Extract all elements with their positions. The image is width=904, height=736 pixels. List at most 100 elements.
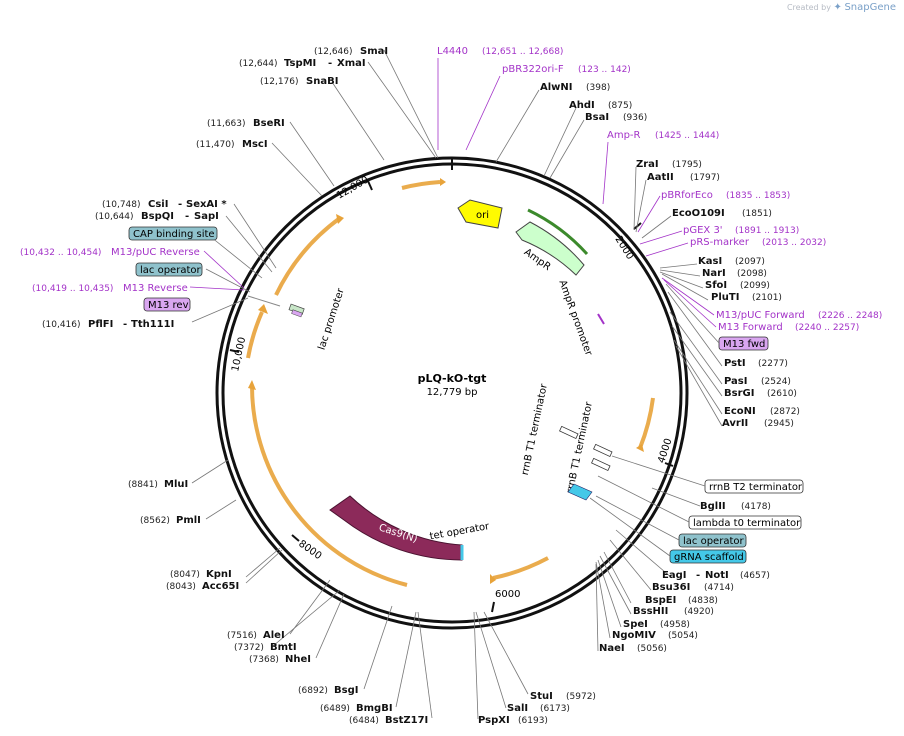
site-bseri[interactable]: (11,663) BseRI bbox=[207, 118, 285, 129]
site-bmti[interactable]: (7372) BmtI bbox=[234, 642, 297, 653]
site-pos: (2097) bbox=[735, 257, 765, 267]
site-acc65i[interactable]: (8043) Acc65I bbox=[166, 581, 239, 592]
site-kasi[interactable]: KasI (2097) bbox=[698, 256, 765, 267]
site-eagi-noti[interactable]: EagI - NotI (4657) bbox=[662, 570, 770, 581]
tick-label: 6000 bbox=[495, 589, 520, 600]
site-sfoi[interactable]: SfoI (2099) bbox=[705, 280, 770, 291]
ampr-green-arc bbox=[527, 208, 589, 256]
site-pos: (12,176) bbox=[260, 77, 299, 87]
box-grna-scaffold[interactable]: gRNA scaffold bbox=[589, 497, 747, 564]
site-bsgi[interactable]: (6892) BsgI bbox=[298, 685, 358, 696]
site-pos: (11,470) bbox=[196, 140, 235, 150]
terminator-marks bbox=[559, 425, 613, 472]
primer-name: M13 Forward bbox=[718, 322, 783, 333]
site-pmli[interactable]: (8562) PmlI bbox=[140, 515, 201, 526]
site-name: NgoMIV bbox=[612, 630, 656, 641]
box-cap-binding-site[interactable]: CAP binding site bbox=[128, 226, 218, 241]
site-bglii[interactable]: BglII (4178) bbox=[700, 501, 771, 512]
site-msci[interactable]: (11,470) MscI bbox=[196, 139, 268, 150]
box-rrnb-t2-terminator[interactable]: rrnB T2 terminator bbox=[611, 455, 804, 494]
primer-pbr322ori-f[interactable]: pBR322ori-F (123 .. 142) bbox=[465, 64, 631, 151]
feature-ampr[interactable]: AmpR bbox=[515, 221, 585, 276]
site-spei[interactable]: SpeI (4958) bbox=[623, 619, 690, 630]
site-tspmi-xmai[interactable]: (12,644) TspMI - XmaI bbox=[239, 58, 366, 69]
site-pspxi[interactable]: PspXI (6193) bbox=[478, 715, 548, 726]
box-label: rrnB T2 terminator bbox=[709, 482, 803, 493]
site-kpni[interactable]: (8047) KpnI bbox=[170, 569, 232, 580]
box-m13-fwd[interactable]: M13 fwd bbox=[665, 283, 769, 351]
site-pos: (8043) bbox=[166, 582, 196, 592]
site-pos: (4958) bbox=[660, 620, 690, 630]
feature-label: lac promoter bbox=[317, 286, 348, 351]
site-name: BglII bbox=[700, 501, 726, 512]
box-lac-operator-right[interactable]: lac operator bbox=[595, 495, 747, 548]
feature-label: tet operator bbox=[429, 521, 491, 542]
site-pos: (6193) bbox=[518, 716, 548, 726]
primer-pgex-3[interactable]: pGEX 3' (1891 .. 1913) bbox=[639, 225, 799, 245]
feature-cas9n[interactable]: Cas9(N) bbox=[329, 495, 463, 561]
primer-name: M13/pUC Reverse bbox=[111, 247, 200, 258]
site-sali[interactable]: SalI (6173) bbox=[507, 703, 570, 714]
primer-pos: (2226 .. 2248) bbox=[818, 311, 882, 321]
site-snabi[interactable]: (12,176) SnaBI bbox=[260, 76, 338, 87]
site-bspqi-sapi[interactable]: (10,644) BspQI - SapI bbox=[95, 211, 219, 222]
site-bsai[interactable]: BsaI (936) bbox=[585, 112, 647, 123]
site-nhei[interactable]: (7368) NheI bbox=[249, 654, 311, 665]
site-bstz17i[interactable]: (6484) BstZ17I bbox=[349, 715, 428, 726]
feature-rrnb-t1-b: rrnB T1 terminator bbox=[565, 400, 595, 494]
primer-prs-marker[interactable]: pRS-marker (2013 .. 2032) bbox=[645, 237, 826, 257]
primer-m13-puc-forward[interactable]: M13/pUC Forward (2226 .. 2248) bbox=[661, 277, 882, 321]
tick-label: 8000 bbox=[296, 538, 323, 562]
site-alei[interactable]: (7516) AleI bbox=[227, 630, 285, 641]
box-m13-rev[interactable]: M13 rev bbox=[143, 297, 191, 312]
site-name: BseRI bbox=[253, 118, 285, 129]
site-pos: (6892) bbox=[298, 686, 328, 696]
site-psti[interactable]: PstI (2277) bbox=[724, 358, 788, 369]
site-smai[interactable]: (12,646) SmaI bbox=[314, 46, 388, 57]
site-name: BsgI bbox=[334, 685, 358, 696]
site-pflfi-tth111i[interactable]: (10,416) PflFI - Tth111I bbox=[42, 319, 174, 330]
site-bmgbi[interactable]: (6489) BmgBI bbox=[320, 703, 393, 714]
primer-pbrforeco[interactable]: pBRforEco (1835 .. 1853) bbox=[637, 190, 790, 233]
tick-label: 10,000 bbox=[230, 336, 248, 373]
primer-pos: (1891 .. 1913) bbox=[735, 226, 799, 236]
site-name: StuI bbox=[530, 691, 553, 702]
primer-l4440[interactable]: L4440 (12,651 .. 12,668) bbox=[437, 46, 563, 150]
site-pos: (8841) bbox=[128, 480, 158, 490]
site-zrai[interactable]: ZraI (1795) bbox=[636, 159, 702, 170]
site-ngomiv[interactable]: NgoMIV (5054) bbox=[612, 630, 698, 641]
primer-pos: (10,419 .. 10,435) bbox=[32, 284, 113, 294]
site-pos: (4838) bbox=[688, 596, 718, 606]
site-avrii[interactable]: AvrII (2945) bbox=[722, 418, 794, 429]
site-bsrgi[interactable]: BsrGI (2610) bbox=[724, 388, 797, 399]
site-pos: (2098) bbox=[737, 269, 767, 279]
site-pos: (10,416) bbox=[42, 320, 81, 330]
primer-m13-reverse[interactable]: (10,419 .. 10,435) M13 Reverse bbox=[32, 283, 245, 294]
site-alwni[interactable]: AlwNI (398) bbox=[540, 82, 610, 93]
site-aatii[interactable]: AatII (1797) bbox=[647, 172, 720, 183]
site-csii-sexai[interactable]: (10,748) CsiI - SexAI * bbox=[102, 199, 227, 210]
site-econi[interactable]: EcoNI (2872) bbox=[724, 406, 800, 417]
feature-label: ori bbox=[476, 210, 489, 221]
site-pluti[interactable]: PluTI (2101) bbox=[711, 292, 782, 303]
site-name: CsiI bbox=[148, 199, 168, 210]
site-bsu36i[interactable]: Bsu36I (4714) bbox=[652, 582, 734, 593]
site-pos: (8047) bbox=[170, 570, 200, 580]
box-lambda-t0-terminator[interactable]: lambda t0 terminator bbox=[597, 475, 802, 530]
site-bspei[interactable]: BspEI (4838) bbox=[645, 595, 718, 606]
site-bsshii[interactable]: BssHII (4920) bbox=[633, 606, 714, 617]
site-nari[interactable]: NarI (2098) bbox=[702, 268, 767, 279]
primer-amp-r[interactable]: Amp-R (1425 .. 1444) bbox=[602, 130, 719, 205]
site-ahdi[interactable]: AhdI (875) bbox=[569, 100, 632, 111]
site-naei[interactable]: NaeI (5056) bbox=[599, 643, 667, 654]
box-lac-operator-left[interactable]: lac operator bbox=[135, 262, 203, 277]
site-ecoo109i[interactable]: EcoO109I (1851) bbox=[672, 208, 772, 219]
site-stui[interactable]: StuI (5972) bbox=[530, 691, 596, 702]
feature-ori[interactable]: ori bbox=[457, 199, 503, 229]
site-pasi[interactable]: PasI (2524) bbox=[724, 376, 791, 387]
primer-pos: (10,432 .. 10,454) bbox=[20, 248, 101, 258]
primer-m13-puc-reverse[interactable]: (10,432 .. 10,454) M13/pUC Reverse bbox=[20, 247, 245, 289]
primer-name: pBR322ori-F bbox=[502, 64, 564, 75]
primer-m13-forward[interactable]: M13 Forward (2240 .. 2257) bbox=[663, 279, 859, 333]
site-mlui[interactable]: (8841) MluI bbox=[128, 479, 188, 490]
